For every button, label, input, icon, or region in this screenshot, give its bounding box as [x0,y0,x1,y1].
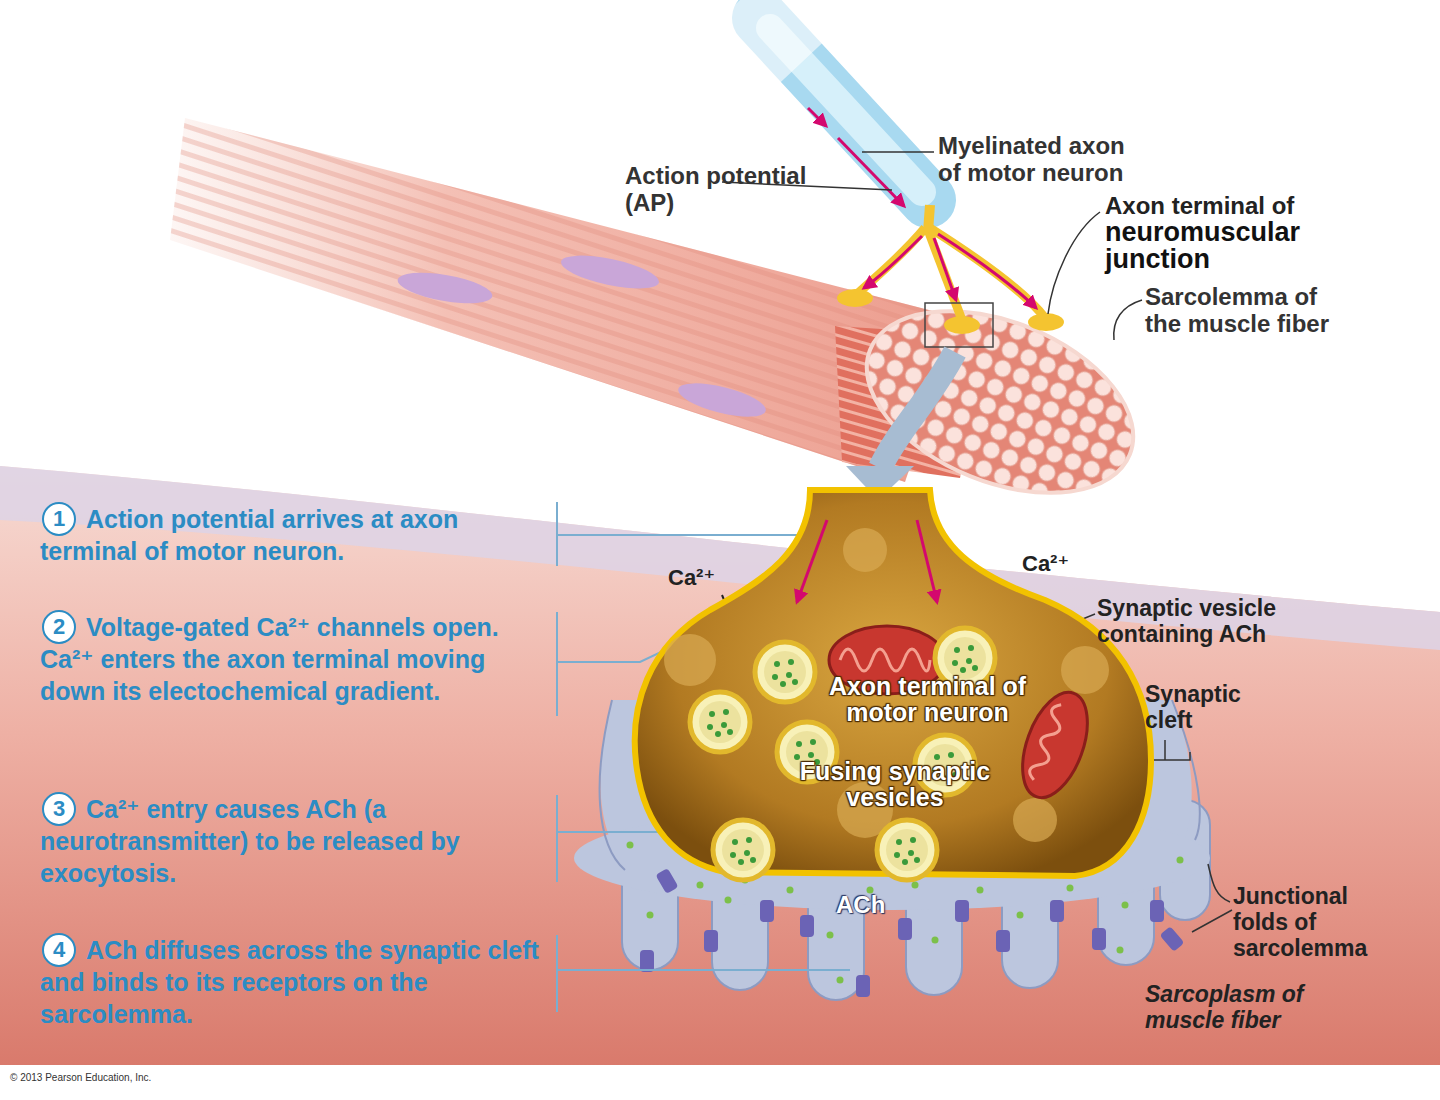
zoom-arrow [880,352,955,468]
callout-number: 2 [42,610,76,644]
fusing-vesicle [713,820,773,880]
ap-arrow [797,520,827,602]
ach-receptor [1092,928,1106,950]
ach-receptor [640,950,654,972]
axon-branch [856,228,925,295]
leader-line [862,151,934,153]
cleft-edge [600,700,625,870]
terminal-label: Axon terminal of motor neuron [825,673,1030,726]
ach-molecule [1117,947,1124,954]
synaptic-vesicle [690,692,750,752]
ach-molecule [1017,912,1024,919]
ach-molecule [627,842,634,849]
ach-receptor [1050,900,1064,922]
ap-arrow [838,138,904,206]
axon-branch [928,205,930,232]
ach-receptor [655,868,678,894]
part-label: Sarcolemma of the muscle fiber [1145,284,1350,338]
axon-terminal-bulb [944,316,980,334]
leader-line [1192,864,1232,932]
ion-label: Ca²⁺ [668,566,715,591]
part-label: Myelinated axon of motor neuron [938,133,1148,187]
ach-receptor [898,918,912,940]
ach-receptor [1160,926,1185,952]
ach-receptor [955,900,969,922]
leader-line [1048,212,1100,314]
axon-fade [740,0,800,64]
ach-receptor [996,930,1010,952]
motor-axon [740,0,1064,500]
part-label: neuromuscular junction [1105,219,1355,273]
ach-molecule [725,897,732,904]
step-text: ACh diffuses across the synaptic cleft a… [40,934,545,1030]
ach-receptor [800,915,814,937]
ach-molecule [827,932,834,939]
step-text: Action potential arrives at axon termina… [40,503,545,567]
muscle-fiber [170,118,1160,529]
axon-terminal: Axon terminal of motor neuronFusing syna… [615,490,1165,890]
ach-receptor [856,975,870,997]
terminal-texture [664,528,1109,842]
fusing-vesicle [877,820,937,880]
part-label: Axon terminal of [1105,193,1365,220]
region-label: Sarcoplasm of muscle fiber [1145,982,1365,1034]
leader-line [1114,300,1142,340]
synaptic-vesicle [690,628,995,880]
part-label: Action potential (AP) [625,163,830,217]
callout-number: 3 [42,792,76,826]
ach-molecule [837,977,844,984]
step-text: Voltage-gated Ca²⁺ channels open. Ca²⁺ e… [40,611,545,707]
axon-terminal-outline [635,490,1151,876]
muscle-fiber-closeup [0,0,1440,1065]
ap-arrow [808,108,826,126]
vesicle-label: Fusing synaptic vesicles [760,758,1030,811]
ach-receptor [704,930,718,952]
synaptic-vesicle [755,642,815,702]
ach-molecule [1067,885,1074,892]
terminal-texture [1061,646,1109,694]
background [0,0,1440,612]
ach-molecule [1122,902,1129,909]
mitochondrion [1027,702,1068,782]
ach-receptor [640,868,1184,997]
ion-label: Ca²⁺ [1022,552,1069,577]
part-label: Synaptic vesicle containing ACh [1097,596,1342,648]
axon-terminal-bulb [1028,313,1064,331]
ach-molecule [1177,857,1184,864]
ach-molecule [647,912,654,919]
callout-number: 1 [42,502,76,536]
ap-arrow [917,520,937,602]
ach-receptor [1150,900,1164,922]
ach-receptor [760,900,774,922]
copyright: © 2013 Pearson Education, Inc. [10,1072,151,1083]
terminal-texture [1013,798,1057,842]
step-bracket [557,935,850,1012]
step-text: Ca²⁺ entry causes ACh (a neurotransmitte… [40,793,545,889]
part-label: Junctional folds of sarcolemma [1233,884,1403,961]
mitochondrion [840,649,930,671]
axon-branch [930,228,1045,318]
ap-arrow [864,236,922,288]
inset-box [925,303,993,347]
ap-arrow [934,238,956,300]
nucleus [558,249,661,295]
ach-molecule [932,937,939,944]
ap-arrow [938,234,1036,308]
ach-molecule [977,887,984,894]
nucleus [675,376,769,423]
terminal-texture [664,634,716,686]
ach-molecule [697,882,704,889]
axon-terminal-bulb [837,289,873,307]
ach-molecule [912,882,919,889]
molecule-label: ACh [836,892,885,919]
terminal-texture [843,528,887,572]
ach-molecule [787,887,794,894]
mitochondrion [1010,684,1100,807]
part-label: Synaptic cleft [1145,682,1275,734]
nucleus [395,267,494,309]
callout-number: 4 [42,933,76,967]
